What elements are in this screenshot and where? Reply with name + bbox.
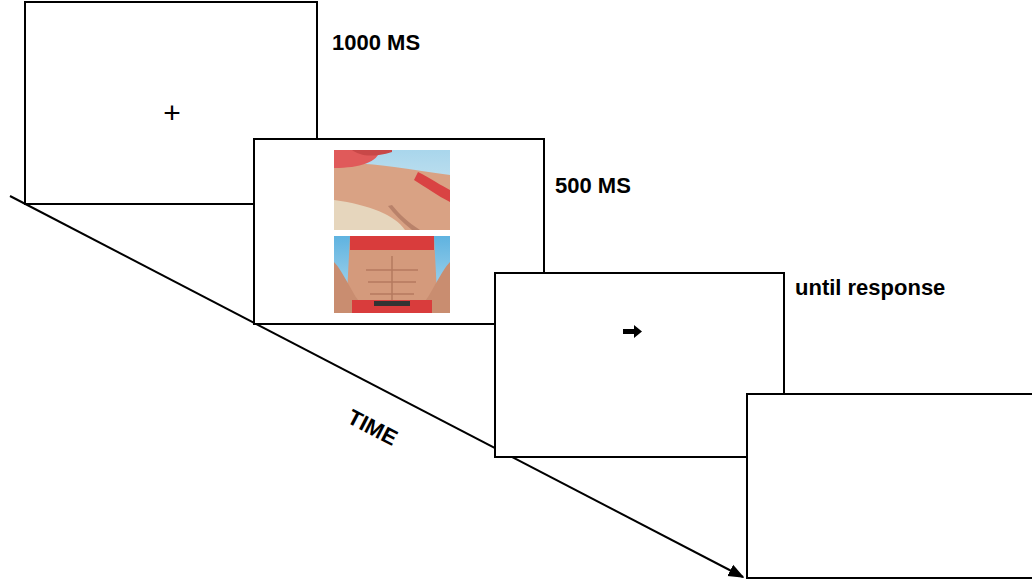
blank-screen	[747, 394, 1032, 578]
duration-label: 1000 MS	[332, 31, 420, 55]
fixation-cross: +	[163, 96, 181, 129]
screen-frame: until response	[494, 272, 785, 458]
duration-label: until response	[795, 276, 945, 300]
axis-label: TIME	[343, 405, 401, 451]
duration-label: 500 MS	[555, 174, 631, 198]
